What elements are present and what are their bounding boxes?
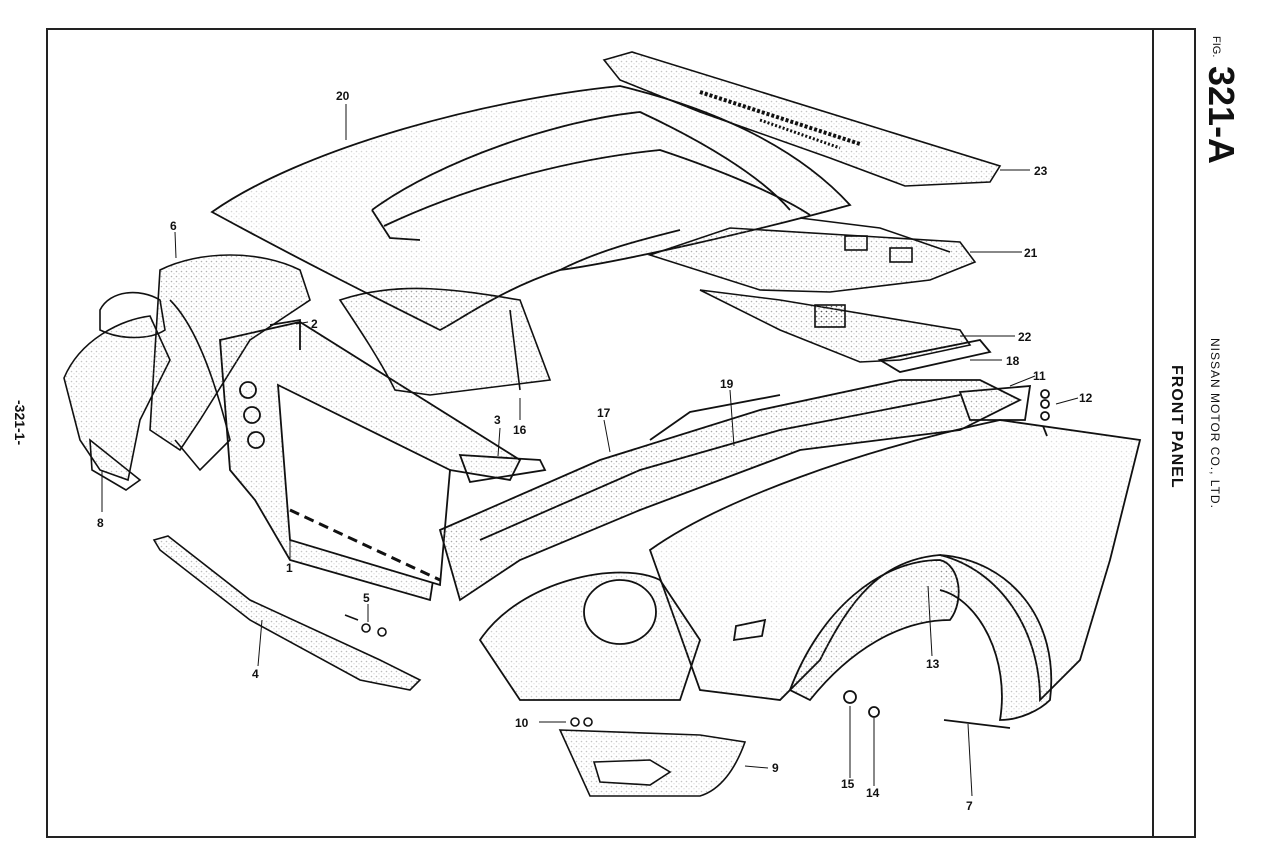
left-wheel-house xyxy=(338,287,552,396)
callout-4: 4 xyxy=(252,667,259,681)
callout-15: 15 xyxy=(841,777,855,791)
callout-9: 9 xyxy=(772,761,779,775)
callout-17: 17 xyxy=(597,406,611,420)
callout-8: 8 xyxy=(97,516,104,530)
front-lower-valance xyxy=(558,717,747,797)
callout-7: 7 xyxy=(966,799,973,813)
callout-3: 3 xyxy=(494,413,501,427)
callout-12: 12 xyxy=(1079,391,1093,405)
right-front-fender xyxy=(478,419,1142,729)
callout-11: 11 xyxy=(1033,369,1046,383)
callout-23: 23 xyxy=(1034,164,1048,178)
title-strip-frame xyxy=(1150,28,1196,838)
callout-21: 21 xyxy=(1024,246,1038,260)
diagram-frame xyxy=(46,28,1154,838)
front-apron-strip xyxy=(152,535,422,691)
callout-20: 20 xyxy=(336,89,350,103)
callout-18: 18 xyxy=(1006,354,1020,368)
callout-10: 10 xyxy=(515,716,529,730)
callout-13: 13 xyxy=(926,657,940,671)
dash-cowl-panels xyxy=(647,217,977,363)
callout-6: 6 xyxy=(170,219,177,233)
callout-leader-lines xyxy=(101,104,1079,797)
radiator-core-support xyxy=(219,318,547,602)
hoodledge-side-member xyxy=(438,339,1050,602)
callout-1: 1 xyxy=(286,561,293,575)
callout-14: 14 xyxy=(866,786,880,800)
callout-2: 2 xyxy=(311,317,318,331)
cowl-top-panel xyxy=(602,51,1002,187)
callout-19: 19 xyxy=(720,377,734,391)
callout-5: 5 xyxy=(363,591,370,605)
callout-16: 16 xyxy=(513,423,527,437)
hood-panel xyxy=(210,85,852,332)
callout-22: 22 xyxy=(1018,330,1032,344)
